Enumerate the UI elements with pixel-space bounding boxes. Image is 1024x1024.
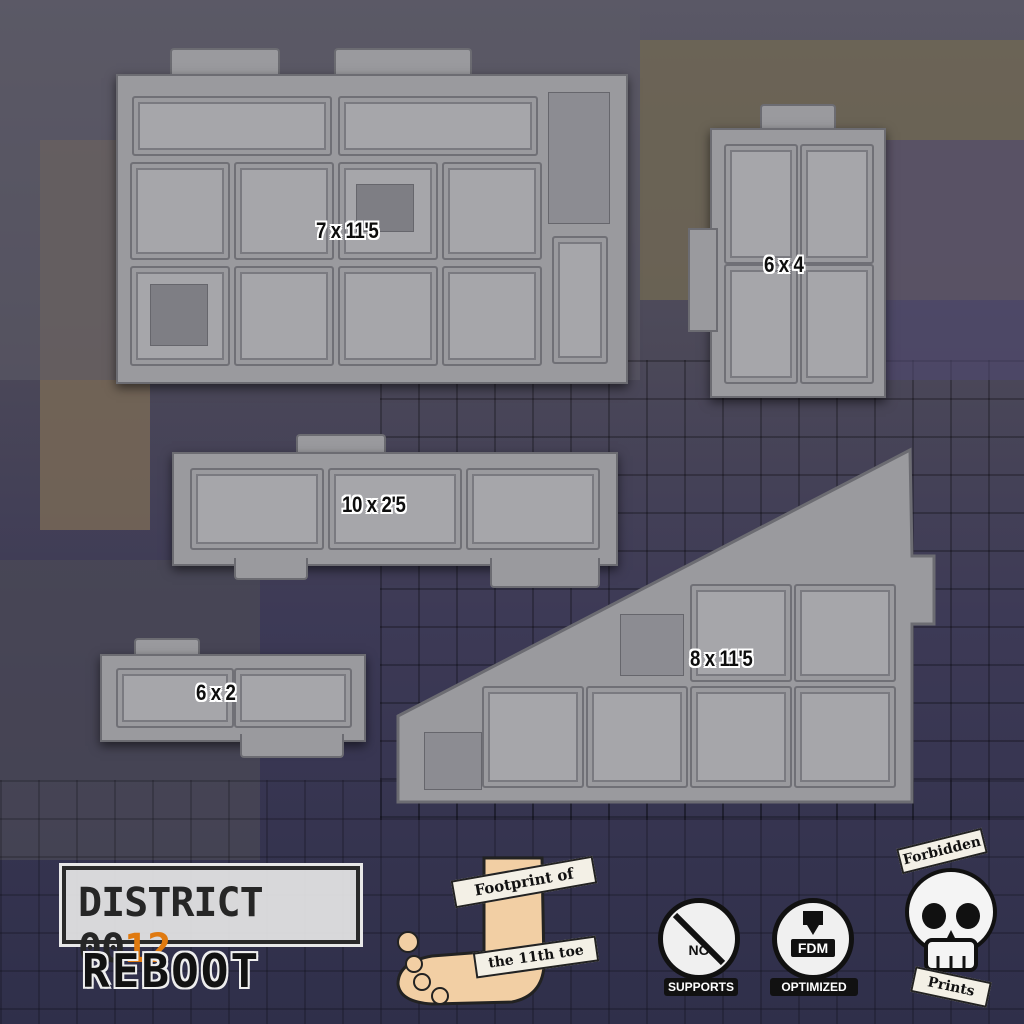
no-label: NO <box>689 942 710 958</box>
supports-label: SUPPORTS <box>664 978 738 996</box>
fdm-printer-icon: FDM <box>791 911 835 957</box>
fdm-label: FDM <box>798 940 828 956</box>
big-wall-size-label: 7 x 11'5 <box>316 218 379 243</box>
small-strip-size-label: 6 x 2 <box>196 680 236 705</box>
no-supports-icon: NO <box>672 912 726 966</box>
skull-icon <box>905 868 997 972</box>
triangle-size-label: 8 x 11'5 <box>690 646 753 671</box>
fdm-badge: FDM <box>772 898 854 980</box>
district-accent: 12 <box>124 926 171 972</box>
small-wall-size-label: 6 x 4 <box>764 252 804 277</box>
medium-strip-size-label: 10 x 2'5 <box>342 492 406 517</box>
optimized-label: OPTIMIZED <box>770 978 858 996</box>
no-supports-badge: NO <box>658 898 740 980</box>
reboot-text: REBOOT <box>82 944 261 998</box>
district-logo: DISTRICT 0012 <box>62 866 360 972</box>
district-text: DISTRICT 00 <box>78 880 264 972</box>
